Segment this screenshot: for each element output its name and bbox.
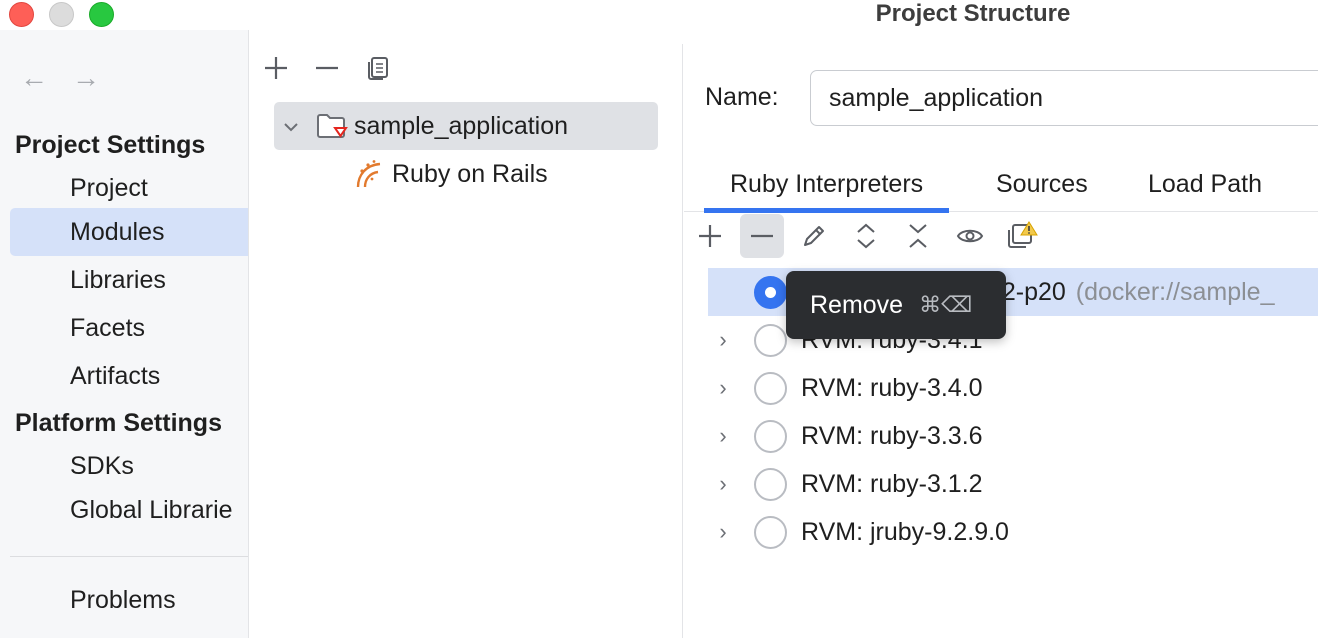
interpreter-label: RVM: ruby-3.4.0 [801, 373, 983, 402]
remove-icon[interactable] [307, 48, 347, 88]
interpreter-radio[interactable] [754, 467, 787, 501]
interpreter-row[interactable]: › RVM: ruby-3.3.6 [708, 412, 1318, 460]
tab-load-path[interactable]: Load Path [1148, 170, 1262, 198]
copy-icon[interactable] [359, 48, 399, 88]
maximize-window-button[interactable] [89, 2, 114, 27]
interpreter-radio[interactable] [754, 419, 787, 453]
collapse-all-icon[interactable] [896, 214, 940, 258]
interpreter-row[interactable]: › RVM: ruby-3.4.0 [708, 364, 1318, 412]
tree-node-ruby-on-rails[interactable]: Ruby on Rails [354, 150, 548, 198]
tree-node-label: Ruby on Rails [392, 159, 548, 188]
tab-ruby-interpreters[interactable]: Ruby Interpreters [704, 162, 950, 213]
sidebar-item-sdks[interactable]: SDKs [70, 452, 134, 480]
interpreter-location: (docker://sample_ [1075, 277, 1275, 306]
tree-node-sample-application[interactable]: sample_application [274, 102, 658, 150]
tab-bar: Ruby Interpreters Sources Load Path [684, 162, 1318, 213]
tab-sources[interactable]: Sources [996, 170, 1088, 198]
interpreter-label: RVM: jruby-9.2.9.0 [801, 517, 1009, 546]
interpreter-radio[interactable] [754, 275, 787, 309]
window-title: Project Structure [875, 0, 1071, 27]
tree-node-label: sample_application [354, 111, 569, 140]
minimize-window-button[interactable] [49, 2, 74, 27]
sidebar-item-modules[interactable]: Modules [10, 208, 248, 256]
sidebar-item-facets[interactable]: Facets [70, 314, 146, 342]
chevron-right-icon[interactable]: › [719, 471, 727, 496]
tooltip-label: Remove [810, 290, 904, 319]
add-icon[interactable] [256, 48, 296, 88]
sidebar-item-project[interactable]: Project [70, 174, 148, 202]
back-arrow-icon[interactable]: ← [20, 62, 48, 93]
warning-copy-icon[interactable] [1000, 214, 1044, 258]
rails-icon [354, 159, 384, 189]
section-platform-settings: Platform Settings [15, 409, 222, 437]
name-field[interactable]: sample_application [810, 70, 1318, 126]
remove-tooltip: Remove ⌘⌫ [786, 271, 1006, 339]
expand-all-icon[interactable] [844, 214, 888, 258]
sidebar-item-artifacts[interactable]: Artifacts [70, 362, 161, 390]
title-bar: Project Structure [0, 0, 1318, 30]
chevron-right-icon[interactable]: › [719, 519, 727, 544]
sidebar: ← → Project Settings Project Modules Lib… [0, 30, 249, 638]
show-icon[interactable] [948, 214, 992, 258]
section-project-settings: Project Settings [15, 131, 206, 159]
interpreter-row[interactable]: › RVM: jruby-9.2.9.0 [708, 508, 1318, 556]
sidebar-item-global-libraries[interactable]: Global Librarie [70, 496, 233, 524]
interpreter-row[interactable]: › RVM: ruby-3.1.2 [708, 460, 1318, 508]
forward-arrow-icon[interactable]: → [72, 62, 100, 93]
ruby-folder-icon [316, 112, 348, 140]
sidebar-divider [10, 556, 248, 557]
modules-panel: sample_application Ruby on Rails [250, 44, 683, 638]
remove-icon[interactable] [740, 214, 784, 258]
close-window-button[interactable] [9, 2, 34, 27]
interpreter-radio[interactable] [754, 515, 787, 549]
edit-icon[interactable] [792, 214, 836, 258]
sidebar-item-problems[interactable]: Problems [70, 586, 176, 614]
chevron-right-icon[interactable]: › [719, 327, 727, 352]
sidebar-item-libraries[interactable]: Libraries [70, 266, 166, 294]
chevron-down-icon[interactable] [274, 115, 308, 138]
add-icon[interactable] [688, 214, 732, 258]
interpreter-radio[interactable] [754, 371, 787, 405]
interpreter-label: RVM: ruby-3.1.2 [801, 469, 983, 498]
chevron-right-icon[interactable]: › [719, 375, 727, 400]
tooltip-shortcut: ⌘⌫ [919, 292, 973, 318]
name-label: Name: [705, 83, 779, 111]
interpreter-radio[interactable] [754, 323, 787, 357]
chevron-right-icon[interactable]: › [719, 423, 727, 448]
module-details-panel: Name: sample_application Ruby Interprete… [684, 44, 1318, 638]
interpreter-label: RVM: ruby-3.3.6 [801, 421, 983, 450]
